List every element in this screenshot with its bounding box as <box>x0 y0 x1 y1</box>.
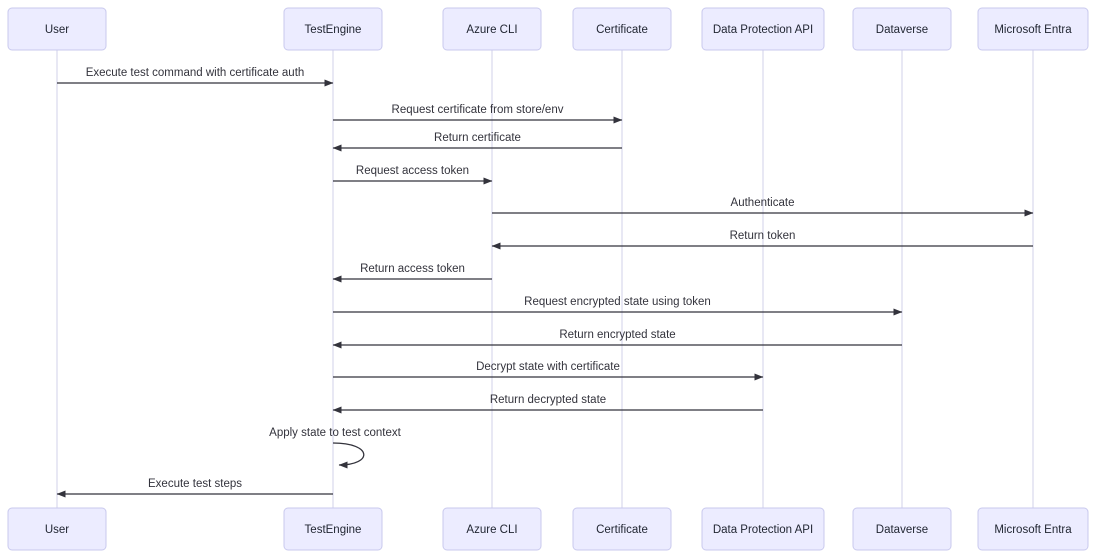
message-label: Request access token <box>356 165 469 177</box>
participant-dpapi-bottom[interactable]: Data Protection API <box>701 507 825 551</box>
message-10[interactable]: Decrypt state with certificate <box>333 361 764 381</box>
participant-box <box>7 7 107 51</box>
message-label: Apply state to test context <box>269 427 401 439</box>
message-label: Execute test command with certificate au… <box>86 67 305 79</box>
participant-azcli-top[interactable]: Azure CLI <box>442 7 542 51</box>
participant-box <box>442 7 542 51</box>
participant-label: Data Protection API <box>713 524 813 536</box>
message-3[interactable]: Return certificate <box>332 132 622 152</box>
participant-box <box>442 507 542 551</box>
message-5[interactable]: Authenticate <box>492 197 1034 217</box>
participant-label: Data Protection API <box>713 24 813 36</box>
participant-box <box>283 7 383 51</box>
lifelines-layer <box>56 50 1034 508</box>
message-2[interactable]: Request certificate from store/env <box>333 104 623 124</box>
participant-box <box>977 7 1089 51</box>
message-label: Return encrypted state <box>559 329 675 341</box>
participant-label: Dataverse <box>876 24 928 36</box>
participant-engine-top[interactable]: TestEngine <box>283 7 383 51</box>
message-7[interactable]: Return access token <box>332 263 492 283</box>
participant-label: Certificate <box>596 24 648 36</box>
participant-cert-bottom[interactable]: Certificate <box>572 507 672 551</box>
messages-layer: Execute test command with certificate au… <box>56 67 1034 498</box>
message-1[interactable]: Execute test command with certificate au… <box>57 67 334 87</box>
participant-label: User <box>45 524 69 536</box>
participant-label: Azure CLI <box>466 524 517 536</box>
message-label: Return access token <box>360 263 465 275</box>
participant-entra-bottom[interactable]: Microsoft Entra <box>977 507 1089 551</box>
participant-label: TestEngine <box>305 524 362 536</box>
participant-label: Dataverse <box>876 524 928 536</box>
participant-label: Certificate <box>596 524 648 536</box>
participant-label: User <box>45 24 69 36</box>
participant-dv-top[interactable]: Dataverse <box>852 7 952 51</box>
participant-box <box>701 507 825 551</box>
participant-cert-top[interactable]: Certificate <box>572 7 672 51</box>
participant-box <box>852 7 952 51</box>
participant-box <box>572 507 672 551</box>
message-8[interactable]: Request encrypted state using token <box>333 296 903 316</box>
participant-label: Microsoft Entra <box>994 524 1072 536</box>
message-9[interactable]: Return encrypted state <box>332 329 902 349</box>
message-label: Request certificate from store/env <box>392 104 564 116</box>
participant-user-bottom[interactable]: User <box>7 507 107 551</box>
participant-label: TestEngine <box>305 24 362 36</box>
message-12[interactable]: Apply state to test context <box>269 427 402 469</box>
participant-box <box>852 507 952 551</box>
participant-box <box>283 507 383 551</box>
message-label: Authenticate <box>731 197 795 209</box>
message-4[interactable]: Request access token <box>333 165 493 185</box>
participant-entra-top[interactable]: Microsoft Entra <box>977 7 1089 51</box>
participant-box <box>977 507 1089 551</box>
participant-box <box>7 507 107 551</box>
participant-label: Azure CLI <box>466 24 517 36</box>
message-label: Request encrypted state using token <box>524 296 711 308</box>
participant-user-top[interactable]: User <box>7 7 107 51</box>
participant-dpapi-top[interactable]: Data Protection API <box>701 7 825 51</box>
participant-dv-bottom[interactable]: Dataverse <box>852 507 952 551</box>
message-label: Return certificate <box>434 132 521 144</box>
self-loop-arrow <box>332 442 365 469</box>
participant-engine-bottom[interactable]: TestEngine <box>283 507 383 551</box>
participant-azcli-bottom[interactable]: Azure CLI <box>442 507 542 551</box>
message-6[interactable]: Return token <box>491 230 1033 250</box>
participant-box <box>572 7 672 51</box>
participant-label: Microsoft Entra <box>994 24 1072 36</box>
message-label: Return token <box>730 230 796 242</box>
message-11[interactable]: Return decrypted state <box>332 394 763 414</box>
message-label: Execute test steps <box>148 478 242 490</box>
message-13[interactable]: Execute test steps <box>56 478 333 498</box>
message-label: Decrypt state with certificate <box>476 361 620 373</box>
participant-box <box>701 7 825 51</box>
message-label: Return decrypted state <box>490 394 606 406</box>
